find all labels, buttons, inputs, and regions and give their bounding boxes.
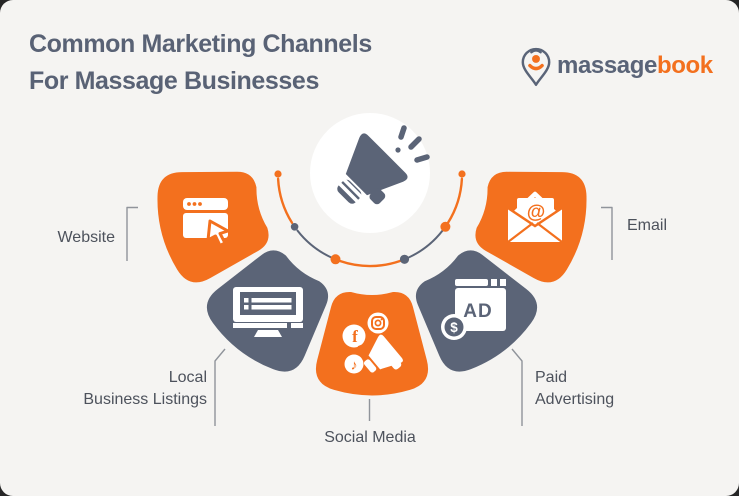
logo-wordmark: massagebook (557, 52, 713, 80)
local-label-line-1: Local (168, 369, 207, 386)
arc-dot (330, 254, 341, 265)
page-title: Common Marketing Channels For Massage Bu… (29, 26, 372, 100)
paid-advertising-connector-line (511, 348, 523, 426)
paid-advertising-label: Paid Advertising (535, 367, 665, 411)
tiktok-icon (344, 354, 364, 374)
social-media-label: Social Media (324, 429, 416, 446)
arc-dot (399, 254, 410, 264)
massagebook-logo: massagebook (520, 45, 713, 87)
logo-word-book: book (656, 52, 713, 79)
cursor-arrow-icon (206, 219, 230, 247)
local-listings-connector-line (214, 348, 226, 426)
paid-label-line-2: Advertising (535, 391, 615, 408)
logo-word-massage: massage (557, 52, 657, 79)
email-icon: @ (507, 191, 563, 243)
website-label: Website (57, 229, 115, 246)
social-media-icon: f ♪ (342, 312, 403, 374)
svg-text:@: @ (527, 202, 546, 223)
svg-text:f: f (352, 327, 358, 346)
svg-text:AD: AD (463, 301, 492, 322)
paid-label-line-1: Paid (535, 369, 568, 386)
title-line-1: Common Marketing Channels (29, 30, 372, 58)
arc-dot (290, 223, 299, 231)
instagram-icon (367, 312, 389, 334)
website-icon (183, 198, 230, 247)
facebook-icon (342, 324, 366, 348)
svg-text:♪: ♪ (351, 357, 358, 373)
email-connector-line (601, 206, 613, 260)
decorative-arc (274, 170, 466, 268)
local-label-line-2: Business Listings (83, 391, 207, 408)
title-line-2: For Massage Businesses (29, 67, 319, 95)
paid-advertising-icon: AD $ (441, 279, 506, 340)
arc-dot (440, 221, 451, 232)
arc-dot (458, 170, 466, 178)
local-business-listings-label: Local Business Listings (47, 367, 207, 411)
svg-text:$: $ (450, 320, 458, 335)
website-connector-line (126, 206, 138, 261)
megaphone-icon (337, 125, 430, 205)
email-label: Email (627, 217, 668, 234)
petal-social-media (315, 291, 429, 396)
small-megaphone-icon (363, 334, 403, 373)
arc-dot (274, 170, 282, 178)
local-listings-icon (233, 287, 303, 337)
logo-pin-icon (521, 47, 551, 87)
